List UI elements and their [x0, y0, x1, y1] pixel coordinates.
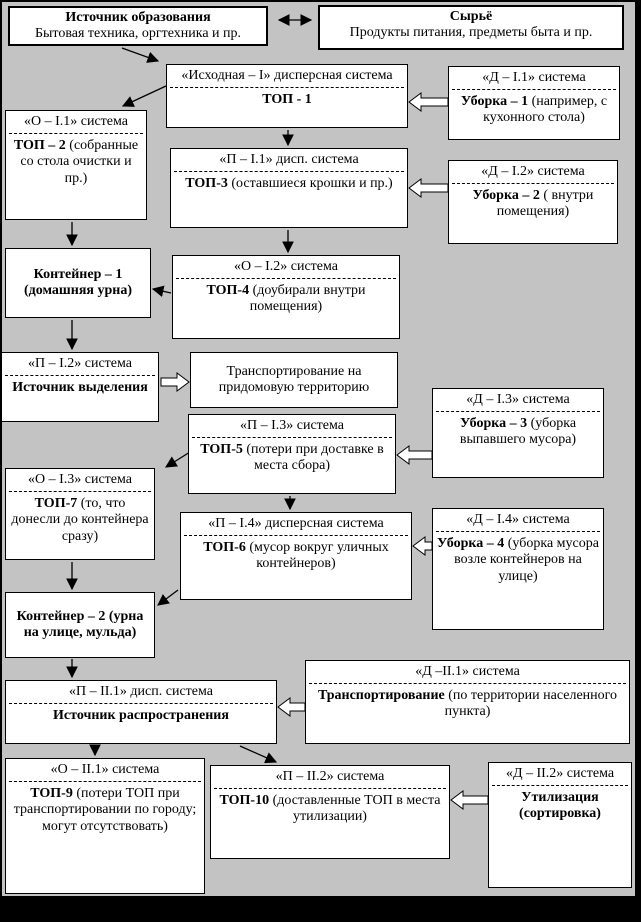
node-container1-text: Контейнер – 1 (домашняя урна) [24, 266, 132, 298]
node-d3-label: «Д – I.3» система [436, 391, 600, 413]
node-d6-label: «Д – II.2» система [492, 765, 628, 787]
node-d1-rest: (например, с кухонного стола) [483, 94, 608, 126]
node-o4: «О – II.1» система ТОП-9 (потери ТОП при… [5, 758, 205, 894]
node-d5-body: Транспортирование (по территории населен… [309, 686, 626, 722]
node-d5-rest: (по территории населенного пункта) [444, 688, 618, 720]
node-p1-rest: (оставшиеся крошки и пр.) [227, 176, 393, 192]
node-initial-bold: ТОП - 1 [262, 92, 312, 108]
node-o1-label: «О – I.1» система [9, 113, 143, 135]
node-p1: «П – I.1» дисп. система ТОП-3 (оставшиес… [170, 148, 408, 228]
node-p4-bold: ТОП-6 [203, 540, 246, 556]
node-p6: «П – II.2» система ТОП-10 (доставленные … [210, 765, 450, 859]
node-p4: «П – I.4» дисперсная система ТОП-6 (мусо… [180, 512, 412, 600]
node-d6-bold: Утилизация (сортировка) [519, 790, 601, 822]
node-p6-body: ТОП-10 (доставленные ТОП в места утилиза… [214, 791, 446, 827]
node-p1-body: ТОП-3 (оставшиеся крошки и пр.) [174, 174, 404, 194]
node-p2-body: Источник выделения [5, 378, 155, 398]
node-p4-rest: (мусор вокруг уличных контейнеров) [245, 540, 389, 572]
node-source-sub: Бытовая техника, оргтехника и пр. [34, 26, 242, 42]
node-p1-label: «П – I.1» дисп. система [174, 151, 404, 173]
node-o4-label: «О – II.1» система [9, 761, 201, 783]
node-o3-label: «О – I.3» система [9, 471, 151, 493]
node-initial-body: ТОП - 1 [170, 90, 404, 110]
node-container1: Контейнер – 1 (домашняя урна) [5, 248, 151, 318]
node-p5-body: Источник распространения [9, 706, 273, 726]
node-p4-body: ТОП-6 (мусор вокруг уличных контейнеров) [184, 538, 408, 574]
node-o3-body: ТОП-7 (то, что донесли до контейнера сра… [9, 494, 151, 547]
node-p2: «П – I.2» система Источник выделения [1, 352, 159, 422]
node-o3-bold: ТОП-7 [34, 496, 78, 512]
node-source: Источник образования Бытовая техника, ор… [8, 6, 268, 47]
node-o4-bold: ТОП-9 [30, 786, 73, 802]
node-d3-body: Уборка – 3 (уборка выпавшего мусора) [436, 414, 600, 450]
node-o1-bold: ТОП – 2 [13, 138, 66, 154]
node-d1-label: «Д – I.1» система [452, 69, 616, 91]
node-raw: Сырьё Продукты питания, предметы быта и … [318, 5, 624, 50]
node-d1-bold: Уборка – 1 [460, 94, 529, 110]
node-o2: «О – I.2» система ТОП-4 (доубирали внутр… [172, 255, 400, 339]
node-o2-bold: ТОП-4 [206, 283, 250, 299]
node-transport1-body: Транспортирование на придомовую территор… [218, 363, 370, 395]
node-o4-rest: (потери ТОП при транспортировании по гор… [13, 786, 197, 834]
node-p3-label: «П – I.3» система [192, 417, 392, 439]
node-d4: «Д – I.4» система Уборка – 4 (уборка мус… [432, 508, 604, 630]
node-o2-body: ТОП-4 (доубирали внутри помещения) [176, 281, 396, 317]
node-o4-body: ТОП-9 (потери ТОП при транспортировании … [9, 784, 201, 837]
node-d3: «Д – I.3» система Уборка – 3 (уборка вып… [432, 388, 604, 478]
node-d2-body: Уборка – 2 ( внутри помещения) [452, 186, 614, 222]
node-d4-bold: Уборка – 4 [437, 536, 505, 552]
node-d4-label: «Д – I.4» система [436, 511, 600, 533]
node-p5: «П – II.1» дисп. система Источник распро… [5, 680, 277, 744]
node-d6-body: Утилизация (сортировка) [492, 788, 628, 824]
node-p3-bold: ТОП-5 [200, 442, 243, 458]
node-o2-rest: (доубирали внутри помещения) [249, 283, 366, 315]
node-p6-bold: ТОП-10 [219, 793, 270, 809]
node-d2: «Д – I.2» система Уборка – 2 ( внутри по… [448, 160, 618, 244]
node-p6-rest: (доставленные ТОП в места утилизации) [269, 793, 441, 825]
node-d4-rest: (уборка мусора возле контейнеров на улиц… [454, 536, 599, 584]
node-d3-bold: Уборка – 3 [459, 416, 528, 432]
node-raw-title-text: Сырьё [449, 9, 493, 24]
node-source-title-text: Источник образования [65, 10, 211, 25]
node-o1: «О – I.1» система ТОП – 2 (собранные со … [5, 110, 147, 220]
node-o1-rest: (собранные со стола очистки и пр.) [20, 138, 139, 186]
node-p3: «П – I.3» система ТОП-5 (потери при дост… [188, 414, 396, 494]
node-d5: «Д –II.1» система Транспортирование (по … [305, 660, 630, 744]
node-d2-label: «Д – I.2» система [452, 163, 614, 185]
node-initial-system: «Исходная – I» дисперсная система ТОП - … [166, 64, 408, 128]
node-initial-label: «Исходная – I» дисперсная система [170, 67, 404, 89]
node-d1: «Д – I.1» система Уборка – 1 (например, … [448, 66, 620, 140]
node-o3: «О – I.3» система ТОП-7 (то, что донесли… [5, 468, 155, 560]
node-container2: Контейнер – 2 (урна на улице, мульда) [5, 592, 155, 658]
node-p3-body: ТОП-5 (потери при доставке в места сбора… [192, 440, 392, 476]
node-raw-title: Сырьё [323, 9, 619, 25]
node-container2-text: Контейнер – 2 (урна на улице, мульда) [16, 608, 144, 640]
node-o3-rest: (то, что донесли до контейнера сразу) [11, 496, 149, 544]
node-o2-label: «О – I.2» система [176, 258, 396, 280]
node-p5-bold: Источник распространения [53, 708, 229, 724]
node-d2-bold: Уборка – 2 [472, 188, 540, 204]
node-raw-sub: Продукты питания, предметы быта и пр. [349, 25, 593, 41]
node-d3-rest: (уборка выпавшего мусора) [459, 416, 577, 448]
node-d4-body: Уборка – 4 (уборка мусора возле контейне… [436, 534, 600, 587]
node-source-title: Источник образования [13, 10, 263, 26]
node-d1-body: Уборка – 1 (например, с кухонного стола) [452, 92, 616, 128]
node-d2-rest: ( внутри помещения) [496, 188, 594, 220]
node-p3-rest: (потери при доставке в места сбора) [242, 442, 384, 474]
node-p5-label: «П – II.1» дисп. система [9, 683, 273, 705]
node-p2-label: «П – I.2» система [5, 355, 155, 377]
node-p4-label: «П – I.4» дисперсная система [184, 515, 408, 537]
node-transport1: Транспортирование на придомовую территор… [190, 352, 398, 408]
node-d5-label: «Д –II.1» система [309, 663, 626, 685]
node-d5-bold: Транспортирование [317, 688, 445, 704]
node-d6: «Д – II.2» система Утилизация (сортировк… [488, 762, 632, 888]
node-p2-bold: Источник выделения [12, 380, 148, 396]
node-p6-label: «П – II.2» система [214, 768, 446, 790]
node-o1-body: ТОП – 2 (собранные со стола очистки и пр… [9, 136, 143, 189]
node-container1-body: Контейнер – 1 (домашняя урна) [9, 267, 147, 299]
node-p1-bold: ТОП-3 [185, 176, 228, 192]
node-container2-body: Контейнер – 2 (урна на улице, мульда) [9, 609, 151, 641]
